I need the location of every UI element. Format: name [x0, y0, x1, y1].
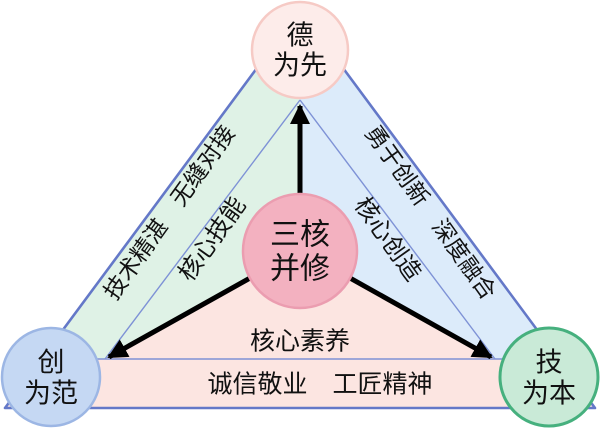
left-divider-line [104, 99, 301, 360]
right-divider-line [299, 99, 496, 360]
node-skill-foundation-line1: 技 [536, 348, 563, 379]
node-skill-foundation [498, 326, 600, 428]
node-innovation-model [0, 326, 102, 428]
node-innovation-model-line1: 创 [38, 348, 65, 379]
node-virtue-first [250, 0, 350, 100]
bottom-edge-outer-label: 诚信敬业 工匠精神 [207, 370, 432, 399]
node-three-cores-line1: 三核 [270, 218, 330, 253]
node-three-cores [241, 192, 359, 310]
node-three-cores-line2: 并修 [270, 252, 330, 287]
node-virtue-first-line2: 为先 [273, 51, 327, 82]
bottom-edge-inner-label: 核心素养 [250, 327, 350, 356]
node-skill-foundation-line2: 为本 [522, 379, 576, 410]
node-virtue-first-line1: 德 [287, 21, 314, 52]
node-innovation-model-line2: 为范 [24, 379, 78, 410]
triangle-outline [3, 8, 597, 410]
